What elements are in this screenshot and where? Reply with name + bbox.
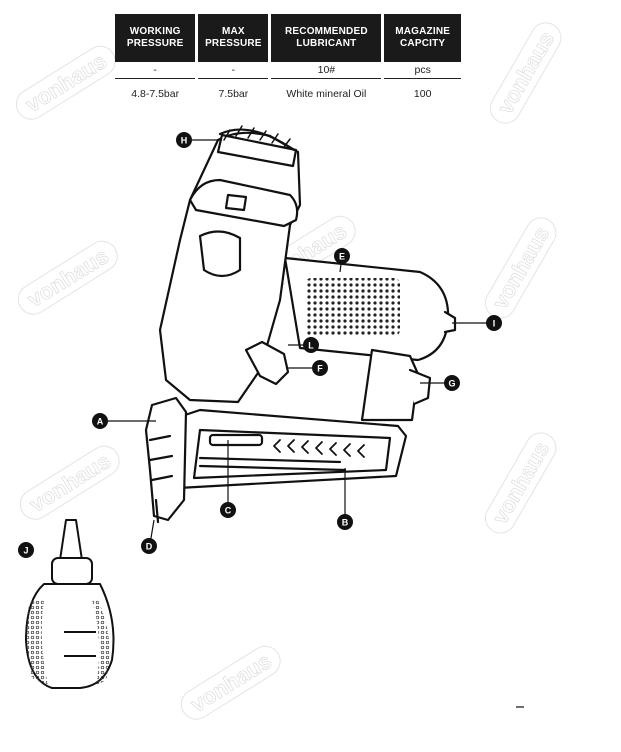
value-working-pressure: 4.8-7.5bar xyxy=(131,87,180,100)
magazine xyxy=(168,408,408,490)
svg-text:B: B xyxy=(342,518,349,528)
header-recommended-lubricant: RECOMMENDED LUBRICANT xyxy=(271,14,382,62)
trigger xyxy=(244,340,290,386)
unit-lubricant: 10# xyxy=(271,62,382,79)
specifications-table: WORKING PRESSURE MAX PRESSURE RECOMMENDE… xyxy=(112,14,464,109)
oil-bottle xyxy=(25,519,115,689)
value-magazine-capacity: 100 xyxy=(413,87,432,100)
header-max-pressure: MAX PRESSURE xyxy=(198,14,269,62)
exhaust-cap xyxy=(218,125,296,152)
svg-text:E: E xyxy=(339,252,345,262)
svg-text:G: G xyxy=(448,379,455,389)
unit-magazine-capacity: pcs xyxy=(384,62,461,79)
value-max-pressure: 7.5bar xyxy=(218,87,249,100)
svg-text:A: A xyxy=(97,417,104,427)
callout-j: J xyxy=(18,542,34,558)
svg-text:D: D xyxy=(146,542,153,552)
svg-text:I: I xyxy=(493,319,496,329)
unit-working-pressure: - xyxy=(115,62,196,79)
callout-i: I xyxy=(486,315,502,331)
svg-text:J: J xyxy=(23,546,28,556)
header-working-pressure: WORKING PRESSURE xyxy=(115,14,196,62)
callout-b: B xyxy=(337,514,353,530)
callout-a: A xyxy=(92,413,108,429)
callout-e: E xyxy=(334,248,350,264)
svg-text:H: H xyxy=(181,136,188,146)
callout-g: G xyxy=(444,375,460,391)
table-header-row: WORKING PRESSURE MAX PRESSURE RECOMMENDE… xyxy=(115,14,461,62)
svg-text:L: L xyxy=(308,341,314,351)
unit-max-pressure: - xyxy=(198,62,269,79)
callout-d: D xyxy=(141,538,157,554)
rear-grip xyxy=(360,348,432,422)
callout-l: L xyxy=(303,337,319,353)
handle-grip xyxy=(283,256,457,362)
callout-c: C xyxy=(220,502,236,518)
header-magazine-capacity: MAGAZINE CAPCITY xyxy=(384,14,461,62)
callout-h: H xyxy=(176,132,192,148)
table-units-row: - - 10# pcs xyxy=(115,62,461,79)
value-lubricant: White mineral Oil xyxy=(286,87,367,100)
table-values-row: 4.8-7.5bar 7.5bar White mineral Oil 100 xyxy=(115,79,461,109)
svg-text:F: F xyxy=(317,364,323,374)
callout-f: F xyxy=(312,360,328,376)
motor-housing xyxy=(158,131,302,404)
nose-assembly xyxy=(144,396,188,524)
svg-text:C: C xyxy=(225,506,232,516)
